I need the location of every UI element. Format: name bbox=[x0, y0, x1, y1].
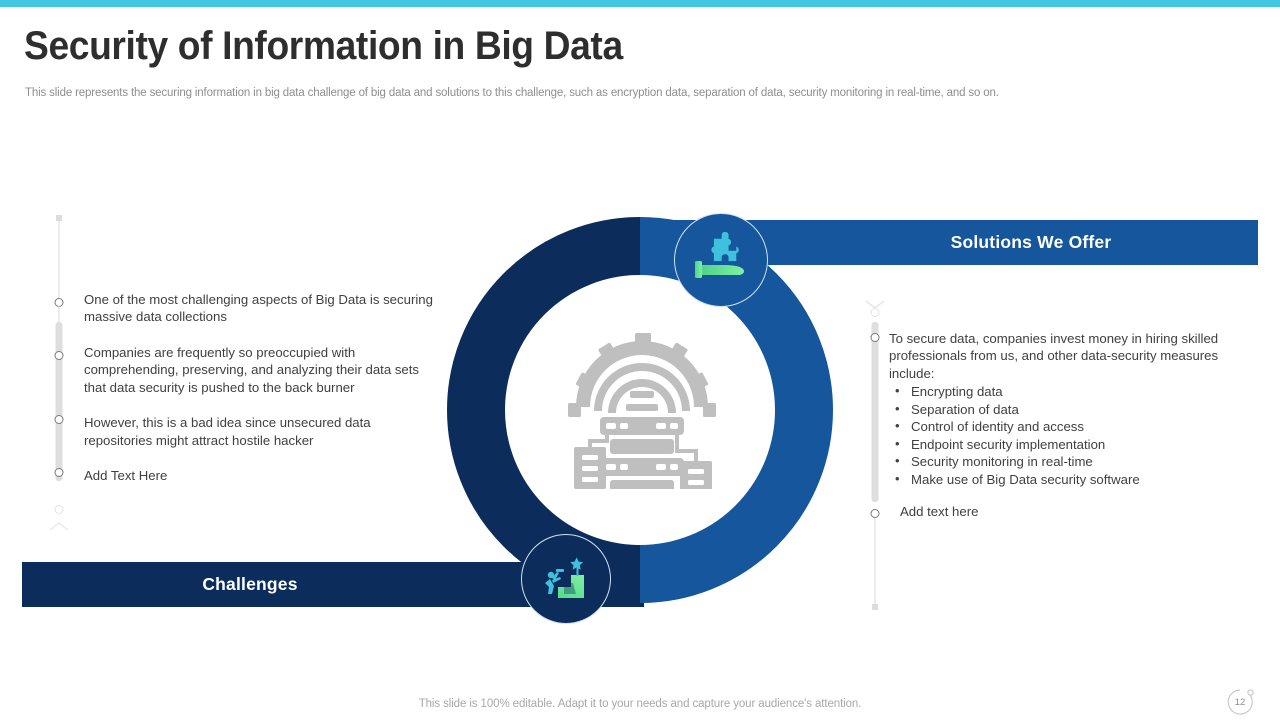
list-item: Endpoint security implementation bbox=[889, 435, 1219, 454]
rail-solutions bbox=[860, 292, 890, 617]
rail-thin-segment bbox=[58, 218, 60, 303]
node-badge-challenges bbox=[521, 534, 611, 624]
solutions-intro-block: To secure data, companies invest money i… bbox=[889, 330, 1219, 489]
rail-node-1 bbox=[870, 333, 880, 342]
list-item: However, this is a bad idea since unsecu… bbox=[84, 415, 371, 448]
solutions-text-column: To secure data, companies invest money i… bbox=[889, 330, 1219, 520]
banner-challenges-label: Challenges bbox=[202, 574, 298, 594]
hand-puzzle-icon bbox=[692, 231, 750, 290]
climbing-goal-icon bbox=[538, 551, 594, 608]
banner-solutions-label: Solutions We Offer bbox=[950, 232, 1112, 252]
server-gear-icon bbox=[560, 325, 724, 517]
page-number: 12 bbox=[1234, 696, 1246, 708]
rail-thick-segment bbox=[55, 322, 63, 481]
rail-thick-segment bbox=[871, 322, 879, 502]
rail-thin-segment bbox=[874, 518, 876, 605]
list-item-placeholder[interactable]: Add Text Here bbox=[84, 467, 168, 483]
list-item: Companies are frequently so preoccupied … bbox=[84, 344, 420, 395]
footer-note: This slide is 100% editable. Adapt it to… bbox=[418, 698, 862, 710]
list-item: Separation of data bbox=[889, 400, 1219, 419]
page-number-badge: 12 bbox=[1224, 686, 1256, 718]
rail-challenges bbox=[44, 205, 74, 535]
solutions-intro: To secure data, companies invest money i… bbox=[889, 331, 1219, 381]
rail-thin-segment-2 bbox=[58, 306, 60, 322]
list-item: Encrypting data bbox=[889, 382, 1219, 401]
list-item: One of the most challenging aspects of B… bbox=[84, 292, 433, 325]
node-badge-solutions bbox=[674, 213, 768, 307]
rail-node-2 bbox=[870, 509, 880, 518]
list-item: Control of identity and access bbox=[889, 417, 1219, 436]
top-accent-bar bbox=[0, 0, 1280, 7]
rail-bottom-dot bbox=[872, 604, 878, 610]
page-badge-arc-icon bbox=[1227, 689, 1254, 715]
list-item: Security monitoring in real-time bbox=[889, 452, 1219, 471]
chevron-up-icon bbox=[865, 296, 885, 310]
page-subtitle: This slide represents the securing infor… bbox=[25, 87, 999, 99]
rail-node-5-faded bbox=[54, 505, 64, 514]
rail-node-2 bbox=[54, 351, 64, 360]
solutions-measures-list: Encrypting data Separation of data Contr… bbox=[889, 382, 1219, 489]
challenges-text-column: One of the most challenging aspects of B… bbox=[84, 291, 436, 484]
rail-node-3 bbox=[54, 415, 64, 424]
rail-node-faded bbox=[870, 308, 880, 317]
rail-node-4 bbox=[54, 468, 64, 477]
list-item-placeholder[interactable]: Add text here bbox=[900, 503, 979, 519]
page-title: Security of Information in Big Data bbox=[24, 24, 623, 68]
chevron-down-icon bbox=[49, 518, 69, 531]
list-item: Make use of Big Data security software bbox=[889, 470, 1219, 489]
